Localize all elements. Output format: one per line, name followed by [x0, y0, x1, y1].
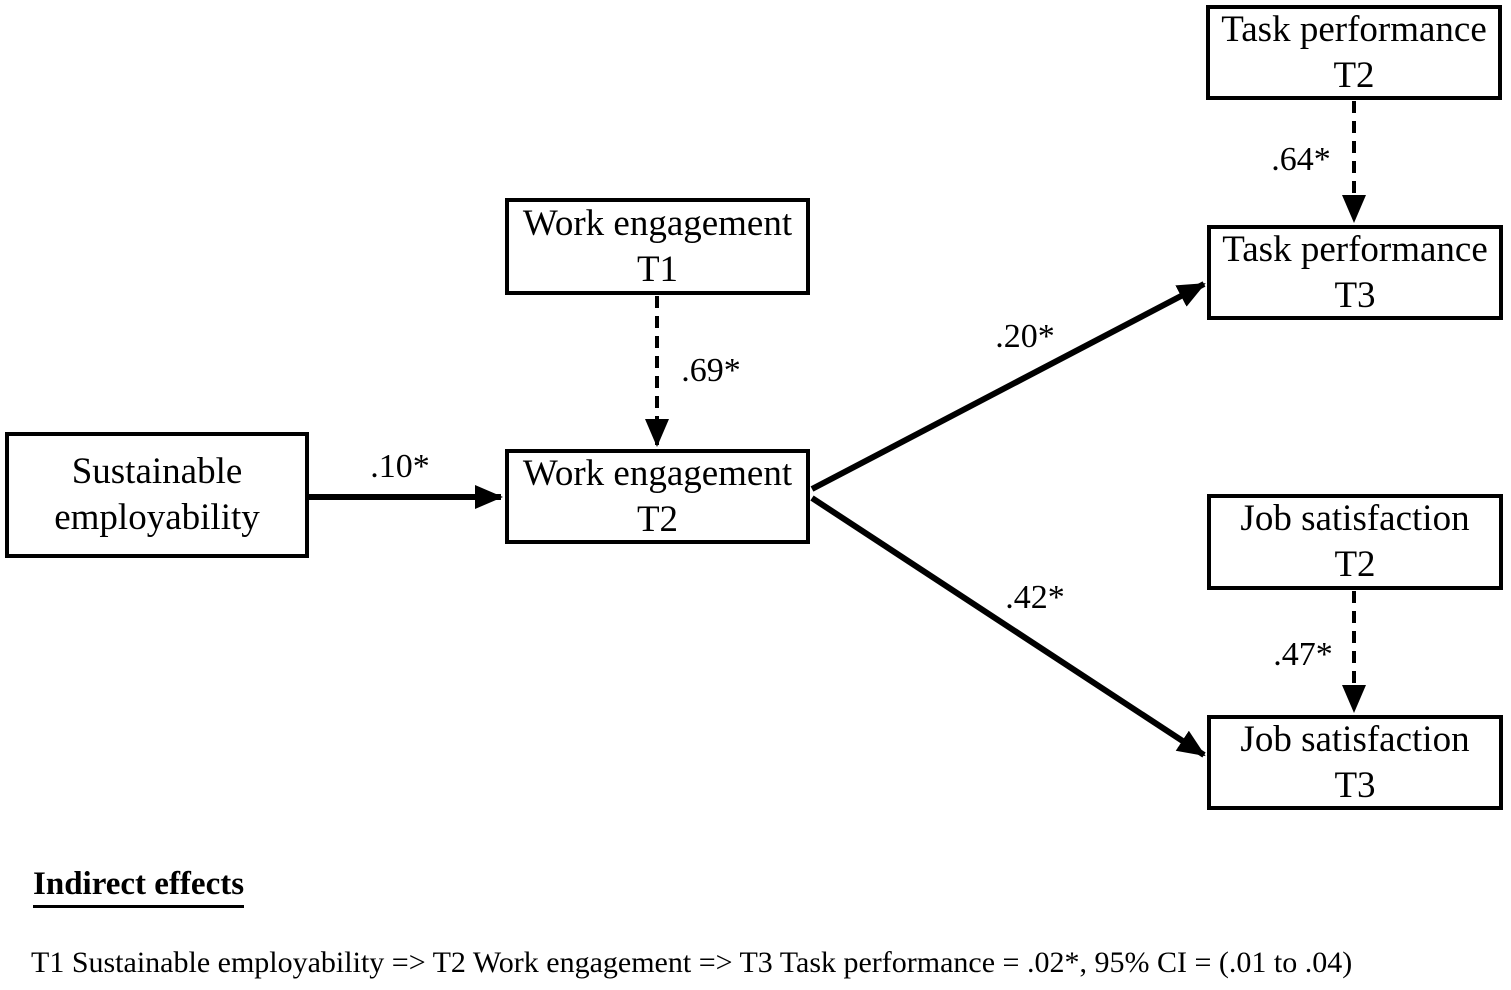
node-label-line2: T2: [636, 498, 679, 540]
node-label-line1: Job satisfaction: [1240, 718, 1470, 760]
node-label-line2: T2: [1333, 54, 1375, 96]
coefficient-se-to-we-t2: .10*: [370, 448, 430, 485]
coefficient-tp-t2-to-tp-t3: .64*: [1271, 141, 1331, 178]
node-label-line2: T3: [1334, 764, 1376, 806]
node-task-performance-t3: Task performance T3: [1207, 225, 1503, 320]
node-task-performance-t2: Task performance T2: [1206, 5, 1502, 100]
node-label-line2: T1: [636, 248, 679, 290]
node-label-line1: Job satisfaction: [1240, 498, 1470, 539]
node-job-satisfaction-t2: Job satisfaction T2: [1207, 494, 1503, 590]
indirect-effects-heading: Indirect effects: [33, 866, 245, 908]
coefficient-we-t2-to-tp-t3: .20*: [995, 318, 1055, 355]
node-label-line1: Sustainable: [71, 451, 243, 492]
node-label-line1: Work engagement: [522, 202, 793, 244]
coefficient-we-t2-to-js-t3: .42*: [1005, 579, 1065, 616]
arrow-we-t2-to-js-t3: [810, 495, 1206, 758]
node-label-line2: T3: [1334, 274, 1376, 316]
node-label-line2: T2: [1334, 544, 1376, 585]
node-job-satisfaction-t3: Job satisfaction T3: [1207, 715, 1503, 810]
arrow-we-t2-to-tp-t3: [810, 281, 1206, 492]
node-label-line1: Task performance: [1222, 228, 1488, 270]
node-work-engagement-t2: Work engagement T2: [505, 449, 810, 544]
coefficient-js-t2-to-js-t3: .47*: [1273, 636, 1333, 673]
coefficient-we-t1-to-we-t2: .69*: [681, 352, 741, 389]
node-work-engagement-t1: Work engagement T1: [505, 198, 810, 295]
indirect-effect-statement: T1 Sustainable employability => T2 Work …: [31, 946, 1353, 979]
indirect-effects-heading-text: Indirect effects: [33, 866, 245, 908]
node-label-line1: Task performance: [1221, 8, 1487, 50]
node-label-line2: employability: [54, 497, 260, 538]
node-label-line1: Work engagement: [522, 452, 793, 494]
node-sustainable-employability: Sustainable employability: [5, 432, 309, 558]
